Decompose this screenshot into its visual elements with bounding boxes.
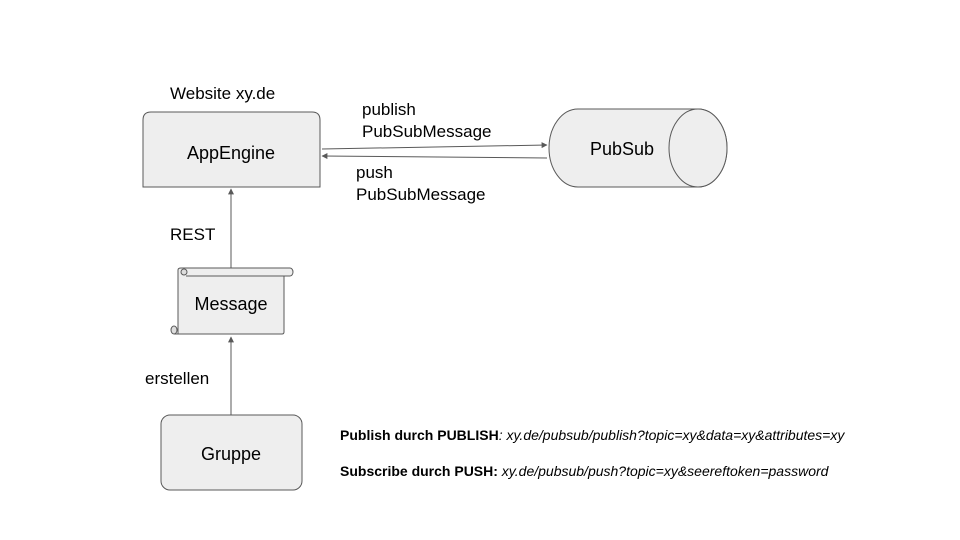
pubsub-label: PubSub — [590, 139, 654, 159]
gruppe-label: Gruppe — [201, 444, 261, 464]
publish-note-title: Publish durch PUBLISH — [340, 427, 499, 443]
push-label-line2: PubSubMessage — [356, 185, 485, 204]
publish-note: Publish durch PUBLISH: xy.de/pubsub/publ… — [340, 427, 844, 443]
message-node: Message — [170, 267, 294, 335]
pubsub-node: PubSub — [548, 108, 728, 188]
website-label: Website xy.de — [170, 84, 275, 103]
push-label-line1: push — [356, 163, 393, 182]
publish-label-line2: PubSubMessage — [362, 122, 491, 141]
erstellen-label: erstellen — [145, 369, 209, 388]
publish-arrow — [321, 142, 548, 150]
rest-label: REST — [170, 225, 215, 244]
publish-note-url: : xy.de/pubsub/publish?topic=xy&data=xy&… — [498, 427, 845, 443]
subscribe-note: Subscribe durch PUSH: xy.de/pubsub/push?… — [340, 463, 828, 479]
appengine-label: AppEngine — [187, 143, 275, 163]
subscribe-note-title: Subscribe durch PUSH: — [340, 463, 498, 479]
message-label: Message — [194, 294, 267, 314]
subscribe-note-url: xy.de/pubsub/push?topic=xy&seereftoken=p… — [497, 463, 829, 479]
publish-label-line1: publish — [362, 100, 416, 119]
appengine-node: AppEngine — [142, 111, 321, 188]
gruppe-node: Gruppe — [160, 414, 303, 491]
push-arrow — [321, 153, 548, 160]
